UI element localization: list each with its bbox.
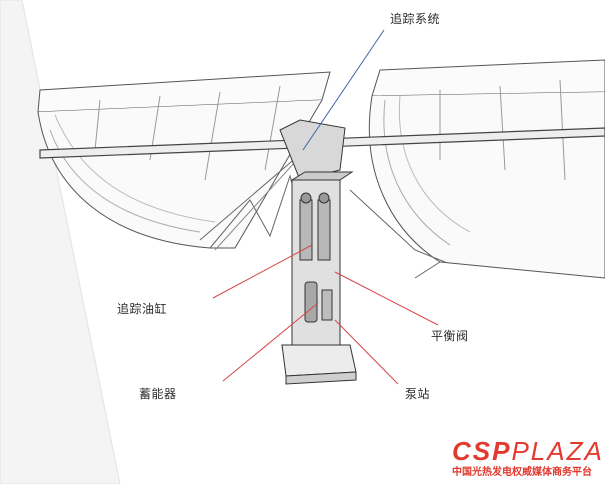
leader-accumulator (222, 302, 319, 382)
background-panel-edge (0, 0, 121, 484)
left-mirror (37, 71, 331, 251)
leader-lines (212, 29, 439, 385)
label-accumulator: 蓄能器 (139, 387, 177, 401)
right-mirror (349, 59, 605, 279)
leader-pump-station (334, 319, 399, 385)
logo-caption: 中国光热发电权威媒体商务平台 (452, 467, 592, 478)
csp-plaza-logo: CSPPLAZA (452, 436, 604, 467)
label-balance-valve: 平衡阀 (431, 329, 469, 343)
label-pump-station: 泵站 (405, 387, 431, 401)
label-tracking-cylinder: 追踪油缸 (117, 302, 168, 316)
label-tracking-system: 追踪系统 (390, 12, 441, 26)
logo-plaza-text: PLAZA (511, 436, 604, 466)
logo-csp-text: CSP (452, 436, 512, 466)
leader-balance-valve (334, 271, 439, 326)
drive-pylon (279, 119, 357, 385)
leader-tracking-system (302, 29, 385, 151)
leader-tracking-cylinder (212, 244, 313, 299)
